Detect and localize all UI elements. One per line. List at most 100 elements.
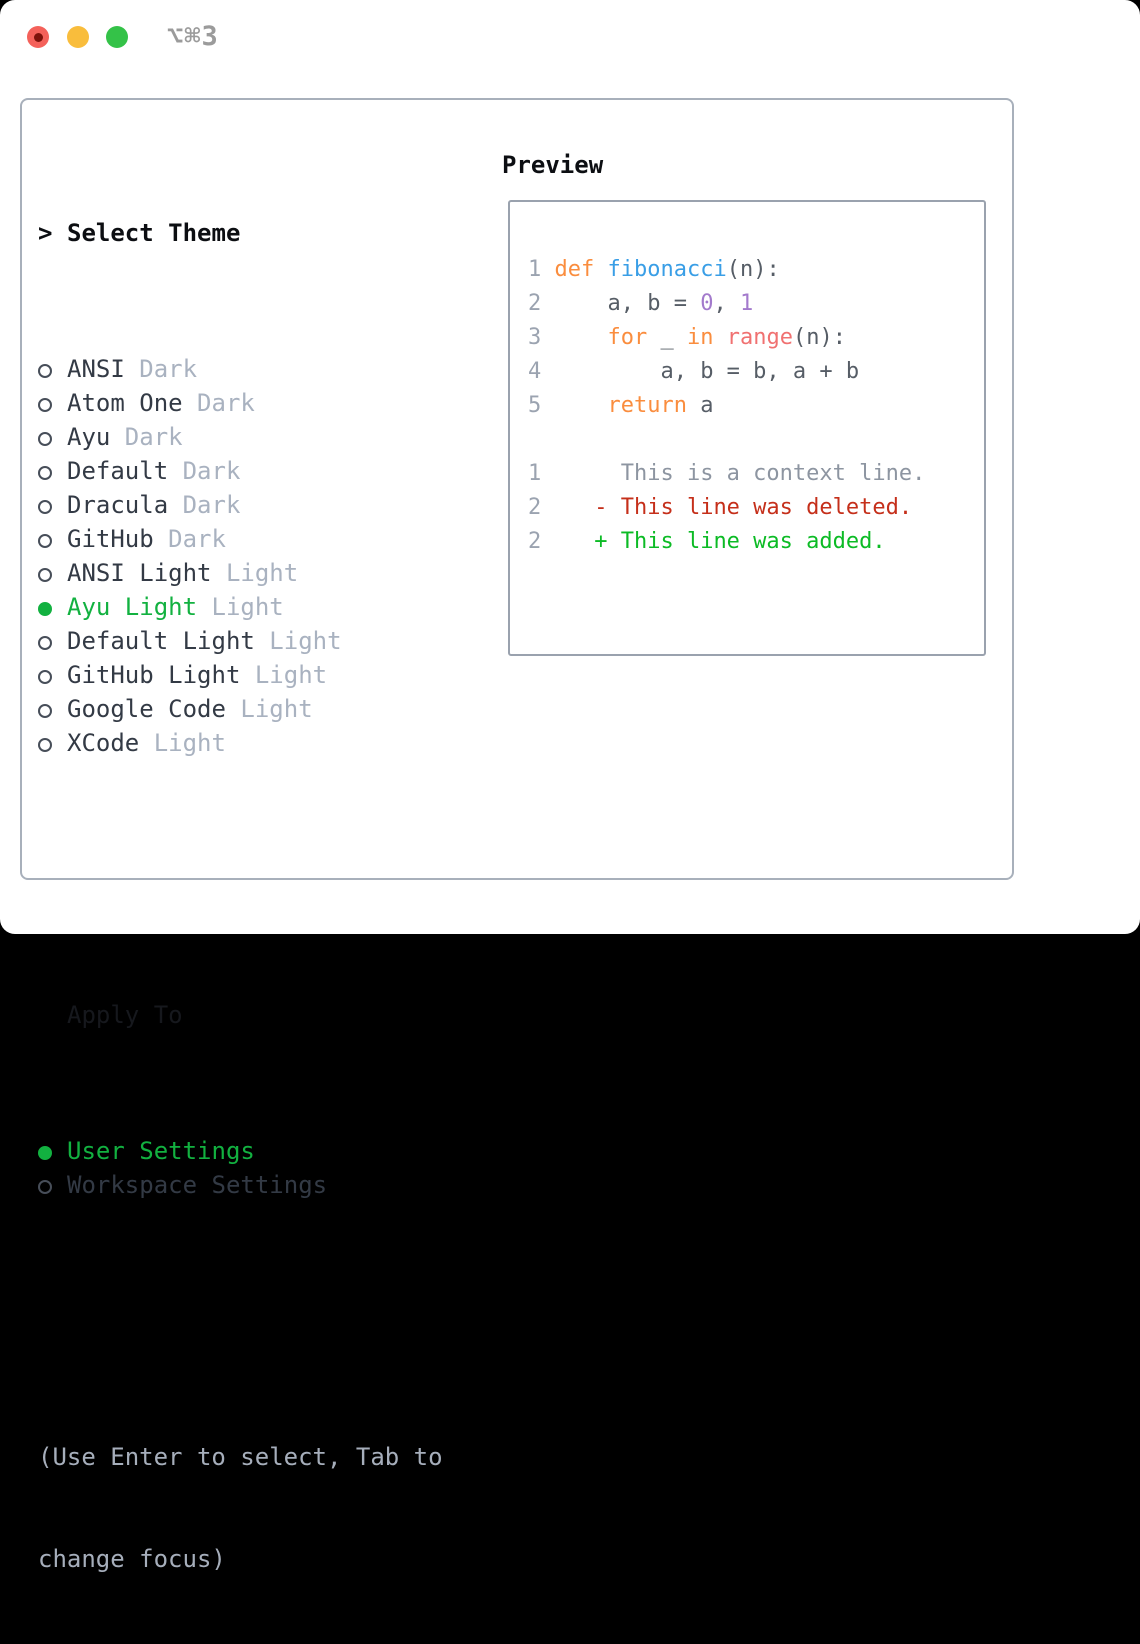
radio-circle-icon — [38, 1146, 52, 1160]
apply-option-workspace-settings[interactable]: Workspace Settings — [38, 1168, 443, 1202]
line-number: 2 — [528, 291, 555, 316]
theme-option-github[interactable]: GitHub Dark — [38, 522, 443, 556]
radio-circle-icon — [38, 1180, 52, 1194]
theme-option-default-light[interactable]: Default Light Light — [38, 624, 443, 658]
item-variant-tag: Dark — [168, 457, 241, 485]
radio-circle-icon — [38, 432, 52, 446]
item-label: Ayu — [67, 423, 111, 451]
item-label: User Settings — [67, 1137, 255, 1165]
theme-option-ansi[interactable]: ANSI Dark — [38, 352, 443, 386]
line-number: 1 — [528, 461, 555, 486]
item-label: Dracula — [67, 491, 169, 519]
radio-circle-icon — [38, 500, 52, 514]
radio-selected-icon — [38, 1134, 67, 1168]
apply-to-title: Apply To — [67, 1001, 183, 1029]
theme-option-github-light[interactable]: GitHub Light Light — [38, 658, 443, 692]
code-segment-default: a, b = b, a + b — [554, 359, 860, 384]
radio-icon — [38, 522, 67, 556]
close-dot-icon — [33, 32, 43, 42]
preview-title: Preview — [502, 151, 604, 179]
radio-icon — [38, 420, 67, 454]
theme-option-ansi-light[interactable]: ANSI Light Light — [38, 556, 443, 590]
theme-list-title: Select Theme — [67, 219, 241, 247]
radio-circle-icon — [38, 364, 52, 378]
code-line: 4 a, b = b, a + b — [528, 355, 984, 389]
item-variant-tag: Light — [225, 695, 313, 723]
theme-option-default[interactable]: Default Dark — [38, 454, 443, 488]
item-variant-tag: Light — [240, 661, 328, 689]
close-button-icon[interactable] — [27, 26, 49, 48]
theme-option-ayu-light[interactable]: Ayu Light Light — [38, 590, 443, 624]
item-variant-tag: Dark — [110, 423, 183, 451]
theme-option-atom-one[interactable]: Atom One Dark — [38, 386, 443, 420]
code-segment-default: (n): — [726, 257, 780, 282]
code-line: 2 a, b = 0, 1 — [528, 287, 984, 321]
item-variant-tag: Light — [139, 729, 226, 757]
radio-icon — [38, 1168, 67, 1202]
radio-icon — [38, 488, 67, 522]
code-segment-default — [594, 257, 607, 282]
theme-option-ayu[interactable]: Ayu Dark — [38, 420, 443, 454]
radio-circle-icon — [38, 466, 52, 480]
help-text-line-2: change focus) — [38, 1545, 226, 1573]
line-number: 1 — [528, 257, 555, 282]
item-label: ANSI Light — [67, 559, 212, 587]
theme-option-google-code[interactable]: Google Code Light — [38, 692, 443, 726]
code-segment-default: , — [713, 291, 740, 316]
theme-option-dracula[interactable]: Dracula Dark — [38, 488, 443, 522]
code-line: 3 for _ in range(n): — [528, 321, 984, 355]
code-segment-added: + This line was added. — [554, 529, 886, 554]
item-label: Google Code — [67, 695, 226, 723]
code-segment-number: 0 — [700, 291, 714, 316]
minimize-button-icon[interactable] — [67, 26, 89, 48]
code-segment-keyword — [555, 393, 608, 418]
line-number: 2 — [528, 529, 555, 554]
item-variant-tag: Dark — [168, 491, 241, 519]
radio-icon — [38, 556, 67, 590]
item-label: Atom One — [67, 389, 183, 417]
radio-circle-icon — [38, 704, 52, 718]
diff-line: 1 This is a context line. — [528, 457, 984, 491]
radio-icon — [38, 658, 67, 692]
item-variant-tag: Dark — [153, 525, 226, 553]
radio-selected-icon — [38, 590, 67, 624]
zoom-button-icon[interactable] — [106, 26, 128, 48]
code-line: 1 def fibonacci(n): — [528, 253, 984, 287]
radio-circle-icon — [38, 670, 52, 684]
code-segment-function: fibonacci — [607, 257, 727, 282]
code-line: 5 return a — [528, 389, 984, 423]
code-segment-number: 1 — [739, 291, 754, 316]
theme-list-header-row: > Select Theme — [38, 216, 443, 250]
item-label: Ayu Light — [67, 593, 198, 621]
code-segment-removed: - This line was deleted. — [554, 495, 913, 520]
apply-option-user-settings[interactable]: User Settings — [38, 1134, 443, 1168]
code-segment-keyword: return — [607, 393, 687, 418]
item-label: ANSI — [67, 355, 125, 383]
item-label: XCode — [67, 729, 140, 757]
item-label: Workspace Settings — [67, 1171, 328, 1199]
code-segment-default: a, b = — [554, 291, 701, 316]
radio-circle-icon — [38, 602, 52, 616]
radio-icon — [38, 692, 67, 726]
item-label: GitHub — [67, 525, 154, 553]
theme-option-xcode[interactable]: XCode Light — [38, 726, 443, 760]
radio-circle-icon — [38, 398, 52, 412]
item-variant-tag: Dark — [124, 355, 198, 383]
radio-circle-icon — [38, 568, 52, 582]
item-variant-tag: Light — [197, 593, 284, 621]
item-label: GitHub Light — [67, 661, 241, 689]
blank-line — [528, 423, 984, 457]
titlebar: ⌥⌘3 — [0, 0, 1140, 76]
code-segment-context: This is a context line. — [554, 461, 926, 486]
spacer — [38, 862, 443, 896]
window-title: ⌥⌘3 — [167, 21, 219, 52]
radio-icon — [38, 726, 67, 760]
apply-to-header-row: Apply To — [38, 998, 443, 1032]
focus-arrow-icon: > — [38, 219, 53, 247]
